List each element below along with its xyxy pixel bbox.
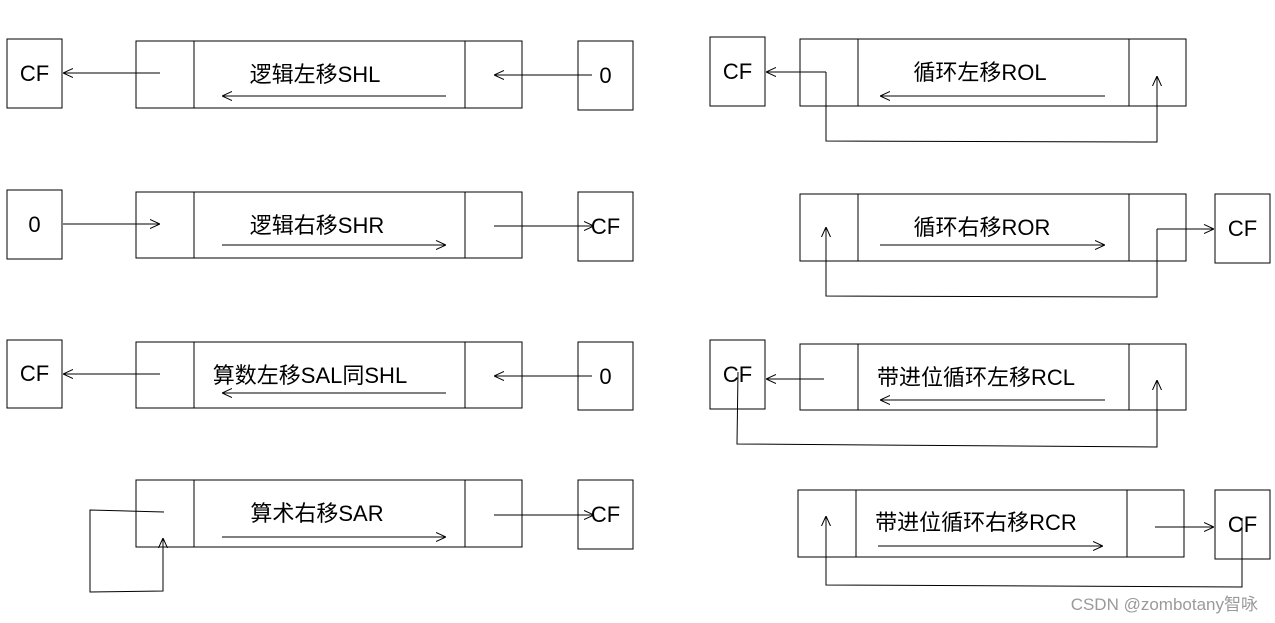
ror-right-label: CF: [1228, 216, 1257, 241]
shr-diagram: 0 逻辑右移SHR CF: [6, 189, 634, 262]
shl-right-label: 0: [599, 63, 611, 88]
rol-diagram: CF 循环左移ROL: [709, 36, 1187, 143]
rcr-diagram: 带进位循环右移RCR CF: [797, 489, 1271, 588]
sar-sign-feedback-arrow: [89, 509, 164, 593]
sar-register-box: [135, 479, 523, 548]
shl-register-box: [135, 40, 523, 109]
shl-diagram: CF 逻辑左移SHL 0: [6, 38, 634, 111]
rcl-carry-loop-arrow: [736, 371, 1157, 448]
sal-diagram: CF 算数左移SAL同SHL 0: [6, 339, 634, 411]
rcl-register-box: [799, 343, 1187, 411]
sal-register-box: [135, 341, 523, 409]
shl-label: 逻辑左移SHL: [250, 62, 381, 87]
rcl-diagram: 带进位循环左移RCL CF: [709, 339, 1187, 448]
ror-label: 循环右移ROR: [914, 215, 1051, 240]
shr-left-label: 0: [28, 212, 40, 237]
rol-loop-arrow: [825, 72, 1157, 143]
sar-diagram: 算术右移SAR CF: [89, 479, 634, 593]
sal-right-label: 0: [599, 364, 611, 389]
ror-register-box: [799, 193, 1187, 262]
shr-left-box: [6, 189, 63, 260]
sar-right-label: CF: [591, 502, 620, 527]
sal-left-box: [6, 339, 63, 409]
rcr-label: 带进位循环右移RCR: [875, 510, 1077, 535]
ror-right-box: [1214, 193, 1271, 264]
sal-label: 算数左移SAL同SHL: [213, 363, 407, 388]
rol-left-box: [709, 36, 766, 107]
ror-diagram: 循环右移ROR CF: [799, 193, 1271, 298]
shl-left-label: CF: [20, 61, 49, 86]
shr-register-box: [135, 191, 523, 259]
rol-label: 循环左移ROL: [913, 60, 1046, 85]
shr-right-label: CF: [591, 214, 620, 239]
rcl-label: 带进位循环左移RCL: [877, 365, 1075, 390]
rol-left-label: CF: [723, 59, 752, 84]
rcr-carry-loop-arrow: [826, 516, 1243, 588]
sar-label: 算术右移SAR: [250, 501, 383, 526]
watermark: CSDN @zombotany智咏: [1071, 595, 1258, 614]
shr-label: 逻辑右移SHR: [250, 213, 384, 238]
sal-left-label: CF: [20, 361, 49, 386]
ror-loop-arrow: [826, 227, 1158, 298]
rol-register-box: [799, 38, 1187, 107]
shl-left-box: [6, 38, 63, 109]
